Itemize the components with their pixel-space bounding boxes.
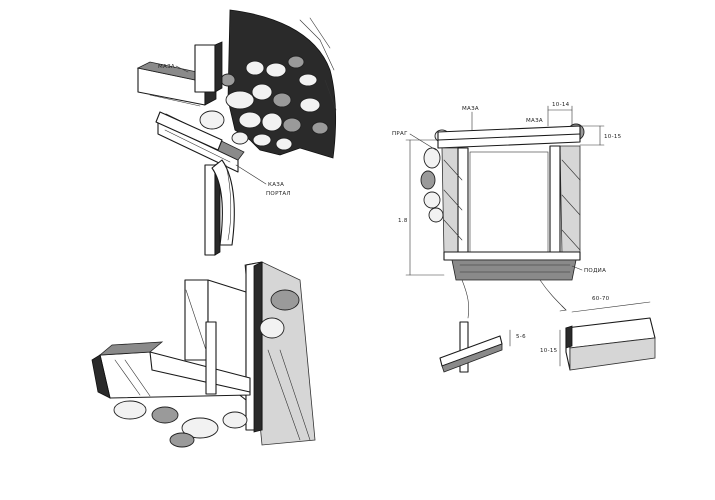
dim-frame-top: 10-14: [552, 102, 570, 108]
hatching: [114, 289, 311, 441]
sketch-window-frame: ПРАГ МАЗА МАЗА 10-14 10-15 1.8 ПОДИА: [392, 102, 622, 319]
label-podia: ПОДИА: [584, 268, 606, 274]
hatching: [443, 159, 581, 273]
masonry-stones: [199, 55, 329, 151]
dim-beam-height: 10-15: [540, 348, 558, 354]
sketch-beam-corner: МАЗА КАЗА ПОРТАЛ: [136, 9, 337, 256]
label-maza-frame-right: МАЗА: [526, 118, 543, 124]
detail-beam-block: 60-70 10-15: [540, 296, 656, 371]
detail-cross-joint: 5-6: [439, 321, 526, 373]
label-maza-frame-center: МАЗА: [462, 106, 479, 112]
dim-beam-width: 60-70: [592, 296, 610, 302]
label-maza-top-left: МАЗА: [158, 64, 175, 70]
label-kaza: КАЗА: [268, 182, 284, 188]
label-prag: ПРАГ: [392, 131, 408, 137]
label-portal: ПОРТАЛ: [266, 191, 291, 197]
dim-frame-height: 1.8: [398, 218, 408, 224]
hatching: [149, 17, 337, 163]
dim-frame-right: 10-15: [604, 134, 622, 140]
sketch-sill-detail: [91, 261, 316, 448]
dim-joint: 5-6: [516, 334, 526, 340]
